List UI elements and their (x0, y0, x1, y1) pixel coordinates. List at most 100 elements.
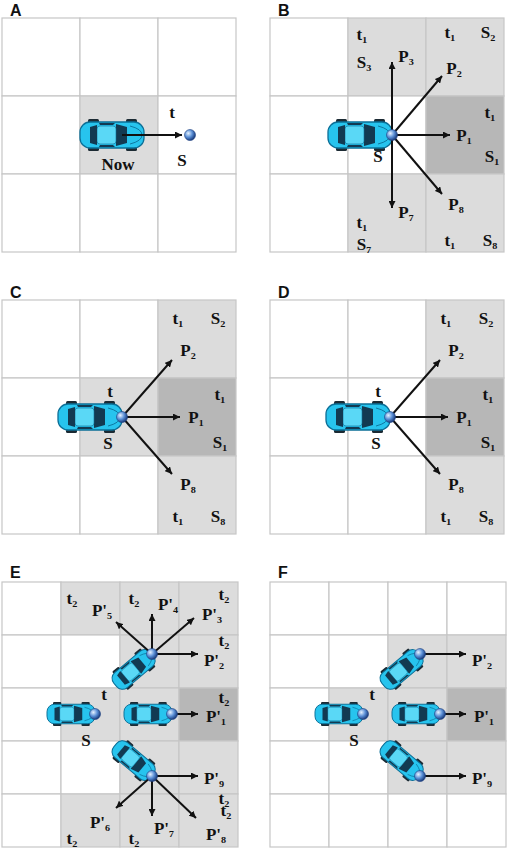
time-label: t (169, 104, 175, 121)
car-body (392, 704, 440, 724)
panel-letter: B (278, 3, 290, 19)
state-label: S₈ (211, 508, 226, 525)
action-label: P₁ (188, 409, 203, 426)
car-icon (315, 702, 363, 726)
grid-cell (120, 582, 179, 635)
panel-letter: F (278, 565, 288, 581)
state-label: S (373, 148, 382, 165)
motion-arrow (122, 417, 172, 474)
grid-panel (270, 300, 504, 534)
car-rear-window (400, 707, 405, 722)
car-windshield (362, 406, 373, 428)
grid-cell (447, 794, 506, 847)
car-side-window (406, 722, 418, 724)
action-label: P'₇ (154, 820, 174, 837)
action-label: P'₄ (158, 596, 178, 613)
car-icon (376, 645, 428, 694)
action-label: P₇ (398, 204, 413, 221)
state-label: S (81, 732, 90, 749)
state-label: S (103, 435, 112, 452)
time-label: t₁ (441, 310, 452, 327)
state-label: S₈ (479, 508, 494, 525)
time-label: t₁ (357, 214, 368, 231)
car-rear-window (338, 125, 345, 145)
car-body (124, 704, 172, 724)
grid-cell (80, 456, 158, 534)
car-rear-window (384, 744, 398, 759)
car-rear-window (132, 707, 137, 722)
car-rear-window (68, 407, 75, 427)
time-label: t₂ (129, 830, 140, 847)
panel-letter: C (10, 285, 22, 301)
motion-arrow (390, 360, 440, 417)
car-side-window (138, 705, 150, 707)
time-label: t₁ (441, 508, 452, 525)
grid-cell (426, 174, 504, 252)
time-label: t (101, 686, 107, 703)
action-label: P'₁ (474, 708, 494, 725)
car-roof (75, 408, 94, 426)
car-side-window (99, 123, 115, 125)
grid-cell (270, 378, 348, 456)
motion-arrow (152, 776, 196, 818)
car-side-window (77, 427, 93, 429)
state-point (358, 709, 369, 720)
state-label: S (371, 435, 380, 452)
grid-cell (179, 741, 238, 794)
panel-letter: D (278, 285, 290, 301)
car-side-window (345, 405, 361, 407)
car-roof (405, 707, 419, 721)
time-label: t₂ (219, 632, 230, 649)
grid-cell (270, 582, 329, 635)
state-point (90, 709, 101, 720)
car-icon (58, 401, 122, 433)
car-side-window (345, 427, 361, 429)
grid-cell (120, 688, 179, 741)
state-point (147, 649, 158, 660)
motion-arrow (391, 135, 393, 208)
state-label: S₁ (213, 434, 228, 451)
grid-panel (2, 300, 236, 534)
time-label: t₁ (173, 310, 184, 327)
state-label: S (349, 732, 358, 749)
time-label: t₁ (485, 104, 496, 121)
state-point (415, 771, 426, 782)
motion-arrow (122, 416, 180, 418)
time-label: t (107, 383, 113, 400)
action-label: P₁ (456, 127, 471, 144)
car-windshield (342, 706, 350, 723)
time-label: t₂ (219, 586, 230, 603)
car-roof (345, 126, 364, 144)
motion-arrow (152, 618, 194, 654)
action-label: P'₉ (472, 770, 492, 787)
grid-cell (388, 688, 447, 741)
grid-cell (270, 456, 348, 534)
state-point (415, 649, 426, 660)
time-label: t₂ (67, 830, 78, 847)
time-label: t₁ (173, 508, 184, 525)
car-windshield (364, 124, 375, 146)
time-label: t (375, 383, 381, 400)
state-point (385, 412, 396, 423)
grid-cell (2, 18, 80, 96)
grid-cell (61, 741, 120, 794)
time-label: t₁ (357, 26, 368, 43)
motion-arrow (391, 62, 393, 135)
grid-cell (158, 456, 236, 534)
action-label: P₂ (448, 342, 463, 359)
car-body (315, 704, 363, 724)
grid-cell (270, 300, 348, 378)
grid-panel (270, 18, 504, 252)
car-body (377, 647, 426, 693)
grid-cell (447, 582, 506, 635)
state-label: S (177, 152, 186, 169)
grid-cell (80, 174, 158, 252)
car-icon (392, 702, 440, 726)
grid-cell (80, 300, 158, 378)
state-label: S₃ (357, 54, 372, 71)
car-windshield (419, 706, 427, 723)
car-roof (328, 707, 342, 721)
state-point (147, 771, 158, 782)
grid-cell (348, 300, 426, 378)
